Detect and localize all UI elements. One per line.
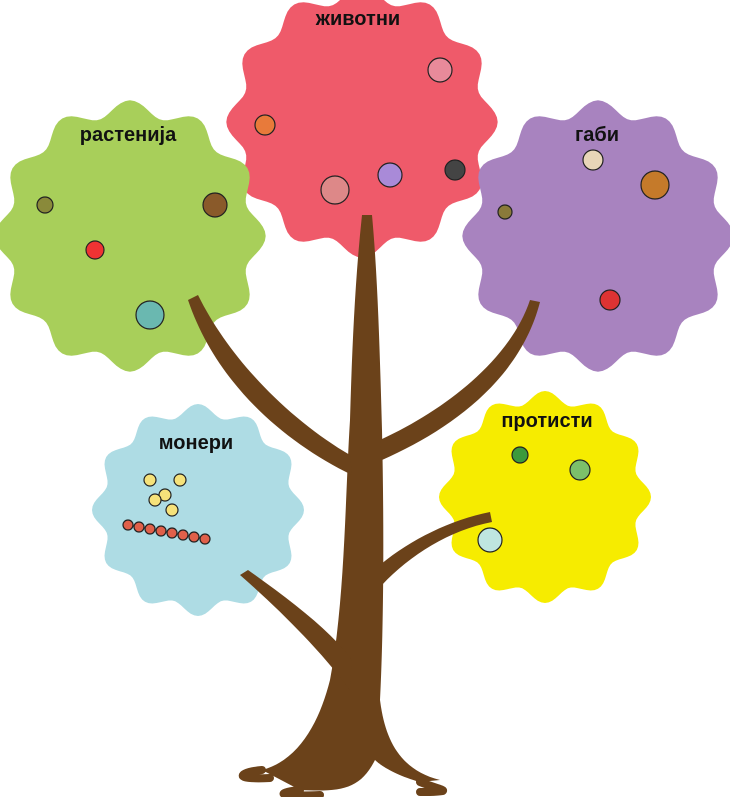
bracket-fungus-icon [599, 289, 621, 311]
jellyfish-icon [377, 162, 403, 188]
label-animals: животни [315, 8, 401, 30]
streptococcus-icon [144, 523, 156, 535]
coral-fern-icon [135, 300, 165, 330]
pinecone-icon [202, 192, 228, 218]
moss-icon [36, 196, 54, 214]
coccus-icon [165, 503, 179, 517]
coccus-icon [173, 473, 187, 487]
starfish-icon [254, 114, 276, 136]
branch-fungi [380, 300, 540, 460]
worm-icon [427, 57, 453, 83]
label-monera: монери [158, 432, 234, 454]
streptococcus-icon [199, 533, 211, 545]
label-protists: протисти [501, 410, 593, 432]
coccus-icon [148, 493, 162, 507]
tree-roots [238, 766, 448, 797]
blob-monera [92, 404, 304, 616]
streptococcus-icon [155, 525, 167, 537]
streptococcus-icon [177, 529, 189, 541]
branch-protists [380, 512, 492, 585]
branch-monera [240, 570, 352, 690]
mushroom-cap-icon [640, 170, 670, 200]
coccus-icon [143, 473, 157, 487]
fungus-spore-icon [497, 204, 513, 220]
euglena-icon [569, 459, 591, 481]
mussel-icon [444, 159, 466, 181]
tulip-icon [85, 240, 105, 260]
coral-icon [320, 175, 350, 205]
streptococcus-icon [133, 521, 145, 533]
streptococcus-icon [122, 519, 134, 531]
label-fungi: габи [574, 124, 620, 146]
protist-cell-icon [511, 446, 529, 464]
label-plants: растенија [79, 124, 177, 146]
amoeba-icon [477, 527, 503, 553]
tree-trunk [262, 215, 440, 791]
tree [188, 215, 540, 797]
streptococcus-icon [166, 527, 178, 539]
streptococcus-icon [188, 531, 200, 543]
branch-plants [188, 295, 352, 475]
organism-illustrations [36, 57, 670, 553]
mold-icon [582, 149, 604, 171]
